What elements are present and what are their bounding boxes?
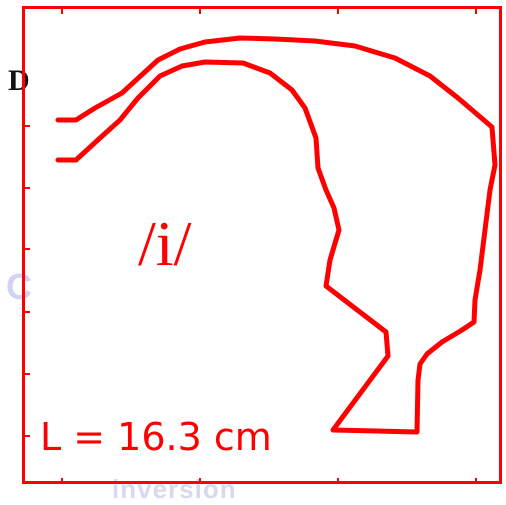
outer-tract-contour <box>58 38 495 432</box>
frame-ticks <box>24 8 476 484</box>
vocal-tract-figure: D C inversion /i/ L = 16.3 cm <box>0 0 506 491</box>
vowel-label: /i/ <box>138 212 191 276</box>
tract-length-label: L = 16.3 cm <box>40 418 272 456</box>
